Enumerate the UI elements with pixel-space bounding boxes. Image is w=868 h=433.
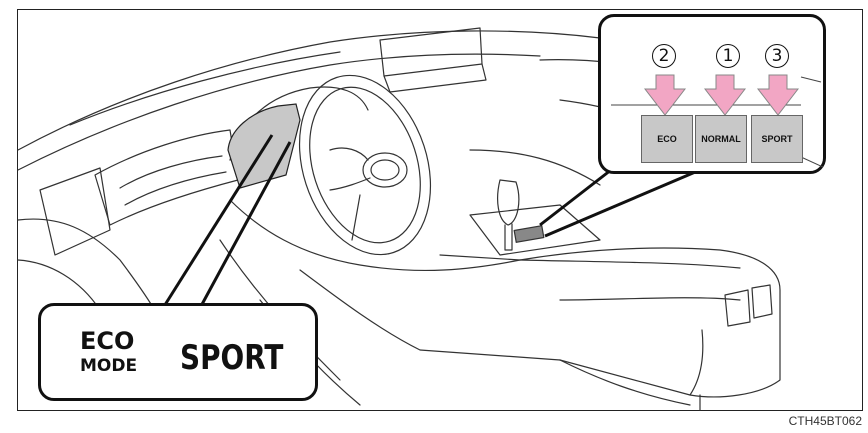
sport-indicator-text: SPORT [180, 338, 283, 378]
sport-button-label: SPORT [761, 134, 792, 144]
mode-indicator-text: MODE [80, 356, 137, 376]
eco-indicator-text: ECO [80, 327, 134, 355]
press-arrow-sport [758, 75, 798, 115]
normal-mode-button: NORMAL [695, 115, 747, 163]
press-arrow-eco [645, 75, 685, 115]
eco-mode-button: ECO [641, 115, 693, 163]
figure-code: CTH45BT062 [789, 414, 862, 428]
drive-mode-switch-callout: 2 1 3 ECO NORMAL SPORT [598, 14, 826, 174]
normal-button-label: NORMAL [701, 134, 741, 144]
eco-button-label: ECO [657, 134, 677, 144]
press-arrow-normal [705, 75, 745, 115]
sport-mode-button: SPORT [751, 115, 803, 163]
